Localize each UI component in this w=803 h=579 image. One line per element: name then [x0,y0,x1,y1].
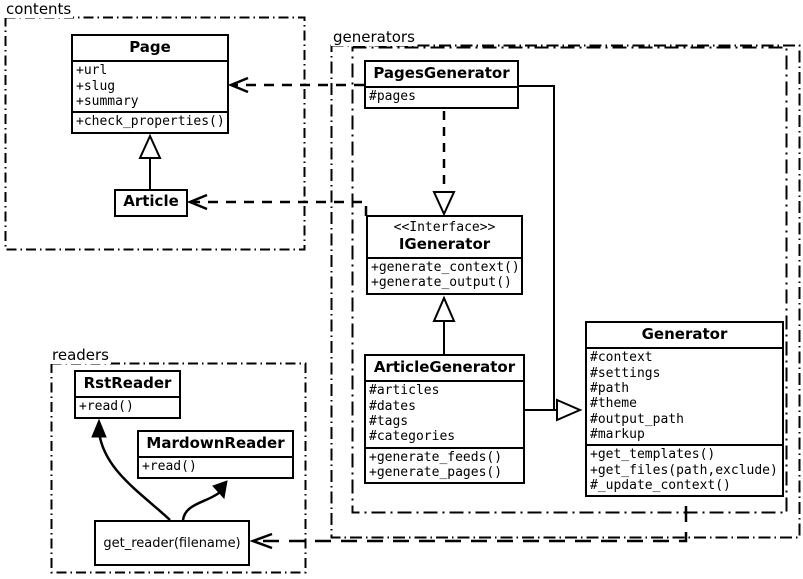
relation-articlegenerator-inherits-generator [525,398,583,422]
relation-articlegenerator-uses-article [186,193,368,216]
attribute-row: #path [590,380,630,396]
method-row: +read() [142,459,197,475]
attribute-row: +slug [76,78,116,94]
method-row: +generate_output() [371,275,512,291]
class-title-article: Article [123,192,179,210]
class-title-igenerator: <<Interface>> IGenerator [368,217,521,257]
relation-generator-uses-get-reader [249,506,688,550]
attribute-row: #dates [369,398,416,414]
class-title-mardownreader: MardownReader [146,434,285,452]
relation-get-reader-returns-mardownreader [181,480,228,521]
method-row: +get_templates() [590,447,716,463]
method-row: +get_files(path,exclude) [590,462,778,478]
package-label-generators: generators [331,28,417,46]
class-attributes-generator: #context #settings #path #theme #output_… [587,347,782,444]
class-title-pagesgenerator: PagesGenerator [373,64,510,82]
method-row: +generate_feeds() [369,449,503,465]
attribute-row: #theme [590,396,637,412]
class-box-mardownreader[interactable]: MardownReader +read() [137,430,294,479]
class-stereotype-igenerator: <<Interface>> [393,220,496,235]
function-label-get-reader: get_reader(filename) [103,535,241,551]
attribute-row: #articles [369,383,440,399]
class-attributes-articlegenerator: #articles #dates #tags #categories [366,380,523,446]
class-box-generator[interactable]: Generator #context #settings #path #them… [585,321,784,498]
class-title-page: Page [129,38,171,56]
attribute-row: +summary [76,93,139,109]
function-box-get-reader[interactable]: get_reader(filename) [94,520,250,566]
class-title-articlegenerator: ArticleGenerator [373,358,516,376]
relation-pagesgenerator-realizes-igenerator [432,111,456,217]
method-row: +check_properties() [76,114,225,130]
method-row: +generate_pages() [369,464,503,480]
package-label-readers: readers [50,346,111,364]
class-methods-mardownreader: +read() [139,456,292,476]
class-methods-igenerator: +generate_context() +generate_output() [368,256,521,293]
attribute-row: +url [76,63,108,79]
relation-pagesgenerator-uses-page [227,76,364,94]
class-name-igenerator: IGenerator [398,234,491,253]
class-methods-generator: +get_templates() +get_files(path,exclude… [587,444,782,495]
relation-articlegenerator-inherits-igenerator [432,295,456,355]
class-box-rstreader[interactable]: RstReader +read() [74,370,181,419]
class-methods-articlegenerator: +generate_feeds() +generate_pages() [366,446,523,483]
class-attributes-pagesgenerator: #pages [366,86,517,106]
class-title-rstreader: RstReader [83,374,172,392]
class-box-articlegenerator[interactable]: ArticleGenerator #articles #dates #tags … [364,354,525,485]
class-methods-page: +check_properties() [73,111,227,131]
attribute-row: #markup [590,426,645,442]
class-methods-rstreader: +read() [76,396,179,416]
attribute-row: #settings [590,365,661,381]
class-title-generator: Generator [641,325,728,343]
class-attributes-page: +url +slug +summary [73,60,227,111]
relation-article-inherits-page [138,133,162,189]
attribute-row: #pages [369,89,416,105]
method-row: +generate_context() [371,259,520,275]
method-row: +read() [79,399,134,415]
attribute-row: #context [590,350,653,366]
class-box-pagesgenerator[interactable]: PagesGenerator #pages [364,60,519,109]
class-box-page[interactable]: Page +url +slug +summary +check_properti… [71,34,229,134]
class-box-igenerator[interactable]: <<Interface>> IGenerator +generate_conte… [366,215,523,295]
attribute-row: #output_path [590,411,684,427]
attribute-row: #categories [369,429,456,445]
class-box-article[interactable]: Article [114,189,188,217]
method-row: #_update_context() [590,477,731,493]
attribute-row: #tags [369,413,409,429]
package-label-contents: contents [4,0,74,18]
